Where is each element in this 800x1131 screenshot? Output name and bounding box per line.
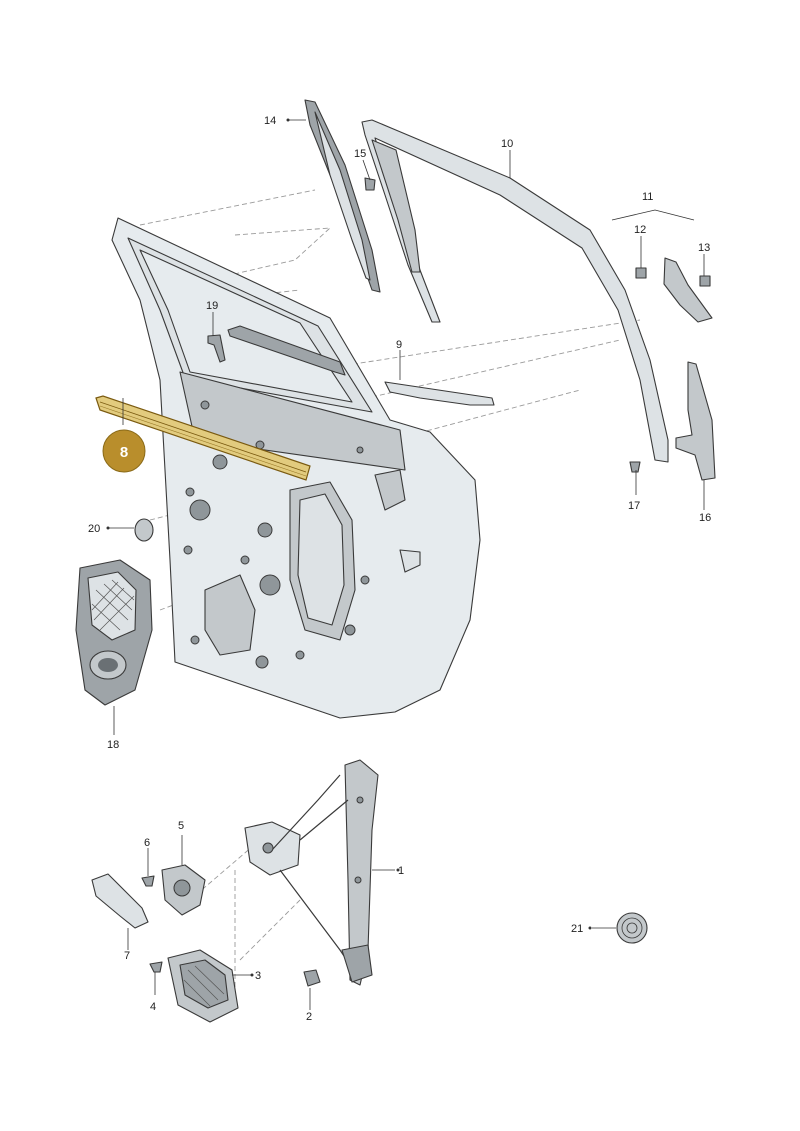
- label-7: 7: [124, 950, 130, 962]
- badge-label-8: 8: [120, 444, 128, 461]
- part-9-window-guide[interactable]: [384, 381, 495, 406]
- label-20: 20: [88, 523, 100, 535]
- label-21: 21: [571, 923, 583, 935]
- part-4-screw[interactable]: [149, 961, 163, 973]
- door-shell: [111, 217, 481, 719]
- part-8-window-seal-strip[interactable]: [95, 395, 311, 481]
- label-16: 16: [699, 512, 711, 524]
- part-14-channel-trim[interactable]: [304, 99, 381, 293]
- part-15-clip[interactable]: [364, 177, 376, 191]
- label-11: 11: [642, 191, 653, 203]
- part-13-clip[interactable]: [699, 275, 711, 287]
- part-18-door-handle-trim[interactable]: [75, 559, 153, 706]
- part-3-window-motor[interactable]: [167, 949, 239, 1023]
- label-13: 13: [698, 242, 710, 254]
- inner-trim-strip: [227, 325, 346, 376]
- part-2-nut[interactable]: [303, 969, 321, 987]
- part-5-gear-housing[interactable]: [161, 864, 206, 916]
- label-10: 10: [501, 138, 513, 150]
- part-7-crank-handle[interactable]: [91, 873, 149, 929]
- part-6-screw[interactable]: [141, 875, 155, 887]
- part-10-window-channel[interactable]: [361, 119, 669, 463]
- part-21-grommet[interactable]: [616, 912, 648, 944]
- part-1-window-regulator[interactable]: [244, 759, 379, 986]
- part-19-bracket[interactable]: [207, 334, 226, 363]
- part-16-door-guide[interactable]: [675, 361, 716, 481]
- label-12: 12: [634, 224, 646, 236]
- label-14: 14: [264, 115, 276, 127]
- label-15: 15: [354, 148, 366, 160]
- label-19: 19: [206, 300, 218, 312]
- label-6: 6: [144, 837, 150, 849]
- label-1: 1: [398, 865, 404, 877]
- label-3: 3: [255, 970, 261, 982]
- callout-leader-lines: [108, 119, 705, 1010]
- label-4: 4: [150, 1001, 156, 1013]
- part-12-screw[interactable]: [635, 267, 647, 279]
- label-5: 5: [178, 820, 184, 832]
- label-17: 17: [628, 500, 640, 512]
- part-17-screw[interactable]: [629, 461, 641, 473]
- leader-dots: [106, 118, 592, 977]
- label-2: 2: [306, 1011, 312, 1023]
- part-20-cap[interactable]: [134, 518, 154, 542]
- label-9: 9: [396, 339, 402, 351]
- part-11-corner-cover[interactable]: [663, 257, 713, 323]
- part-number-labels: 14 15 10 11 12 13 19 9 20 17 16 18 5 6 1…: [88, 115, 711, 1023]
- label-18: 18: [107, 739, 119, 751]
- highlight-badge-8[interactable]: 8: [102, 429, 146, 473]
